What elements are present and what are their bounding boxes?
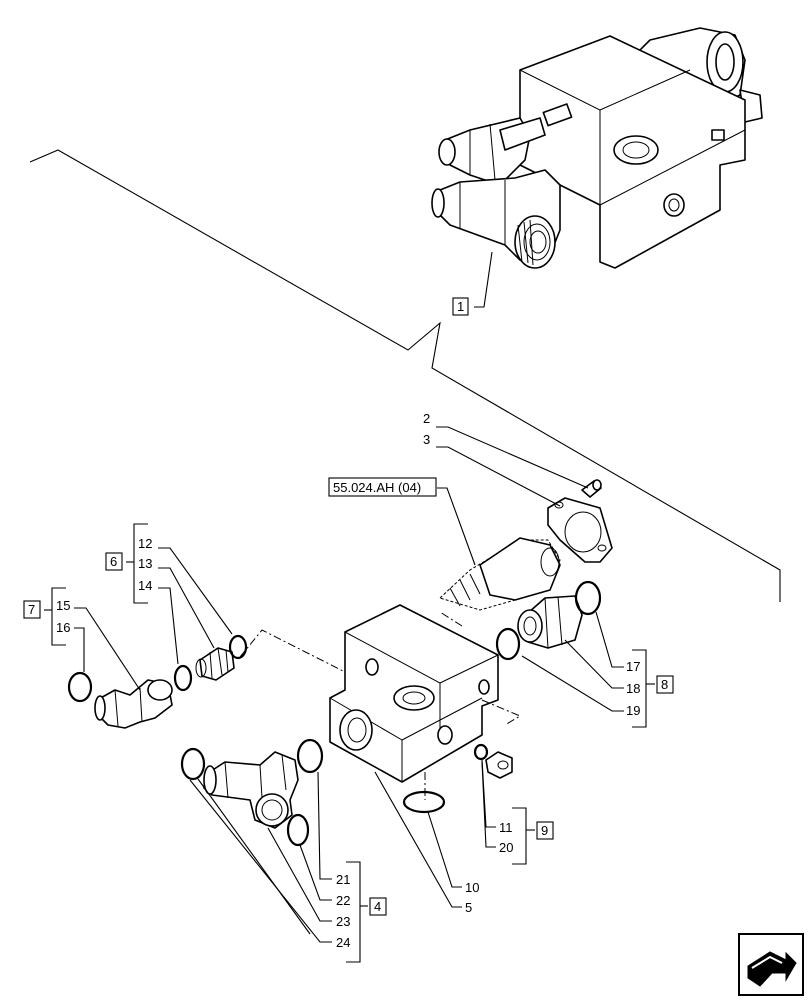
elbow-fitting-lower (180, 738, 324, 847)
label-9: 9 (541, 823, 548, 838)
valve-assembly-top (431, 27, 763, 269)
label-7: 7 (28, 602, 35, 617)
label-13: 13 (138, 556, 152, 571)
flange-plate (547, 497, 613, 563)
straight-fitting-upper-left (173, 634, 248, 692)
callout-labels: 2 3 12 13 14 15 16 17 18 19 11 20 10 5 2… (56, 411, 640, 950)
reference-label: 55.024.AH (04) (333, 480, 421, 495)
elbow-fitting-left (67, 671, 173, 729)
label-22: 22 (336, 893, 350, 908)
label-18: 18 (626, 681, 640, 696)
label-16: 16 (56, 620, 70, 635)
label-12: 12 (138, 536, 152, 551)
label-23: 23 (336, 914, 350, 929)
label-24: 24 (336, 935, 350, 950)
label-6: 6 (110, 554, 117, 569)
straight-fitting-right (495, 580, 602, 661)
label-11: 11 (499, 820, 513, 835)
label-4: 4 (374, 899, 381, 914)
label-21: 21 (336, 872, 350, 887)
group-brackets (44, 523, 655, 963)
label-1: 1 (457, 299, 464, 314)
section-break-lines (29, 149, 781, 602)
next-page-arrow-icon[interactable] (738, 933, 804, 996)
label-8: 8 (661, 677, 668, 692)
solenoid-cartridge (439, 537, 561, 611)
label-20: 20 (499, 840, 513, 855)
leader-lines (74, 251, 624, 943)
boxed-labels: 1 6 7 8 9 4 55.024.AH (04) (23, 297, 674, 916)
label-19: 19 (626, 703, 640, 718)
label-10: 10 (465, 880, 479, 895)
screw-part-2 (581, 479, 602, 498)
label-15: 15 (56, 598, 70, 613)
valve-block-main (329, 604, 499, 783)
plug-item-9 (473, 743, 513, 779)
label-5: 5 (465, 900, 472, 915)
label-14: 14 (138, 578, 152, 593)
assembly-centerlines (239, 611, 522, 800)
oring-item-10 (402, 790, 446, 814)
label-3: 3 (423, 432, 430, 447)
label-2: 2 (423, 411, 430, 426)
label-17: 17 (626, 659, 640, 674)
